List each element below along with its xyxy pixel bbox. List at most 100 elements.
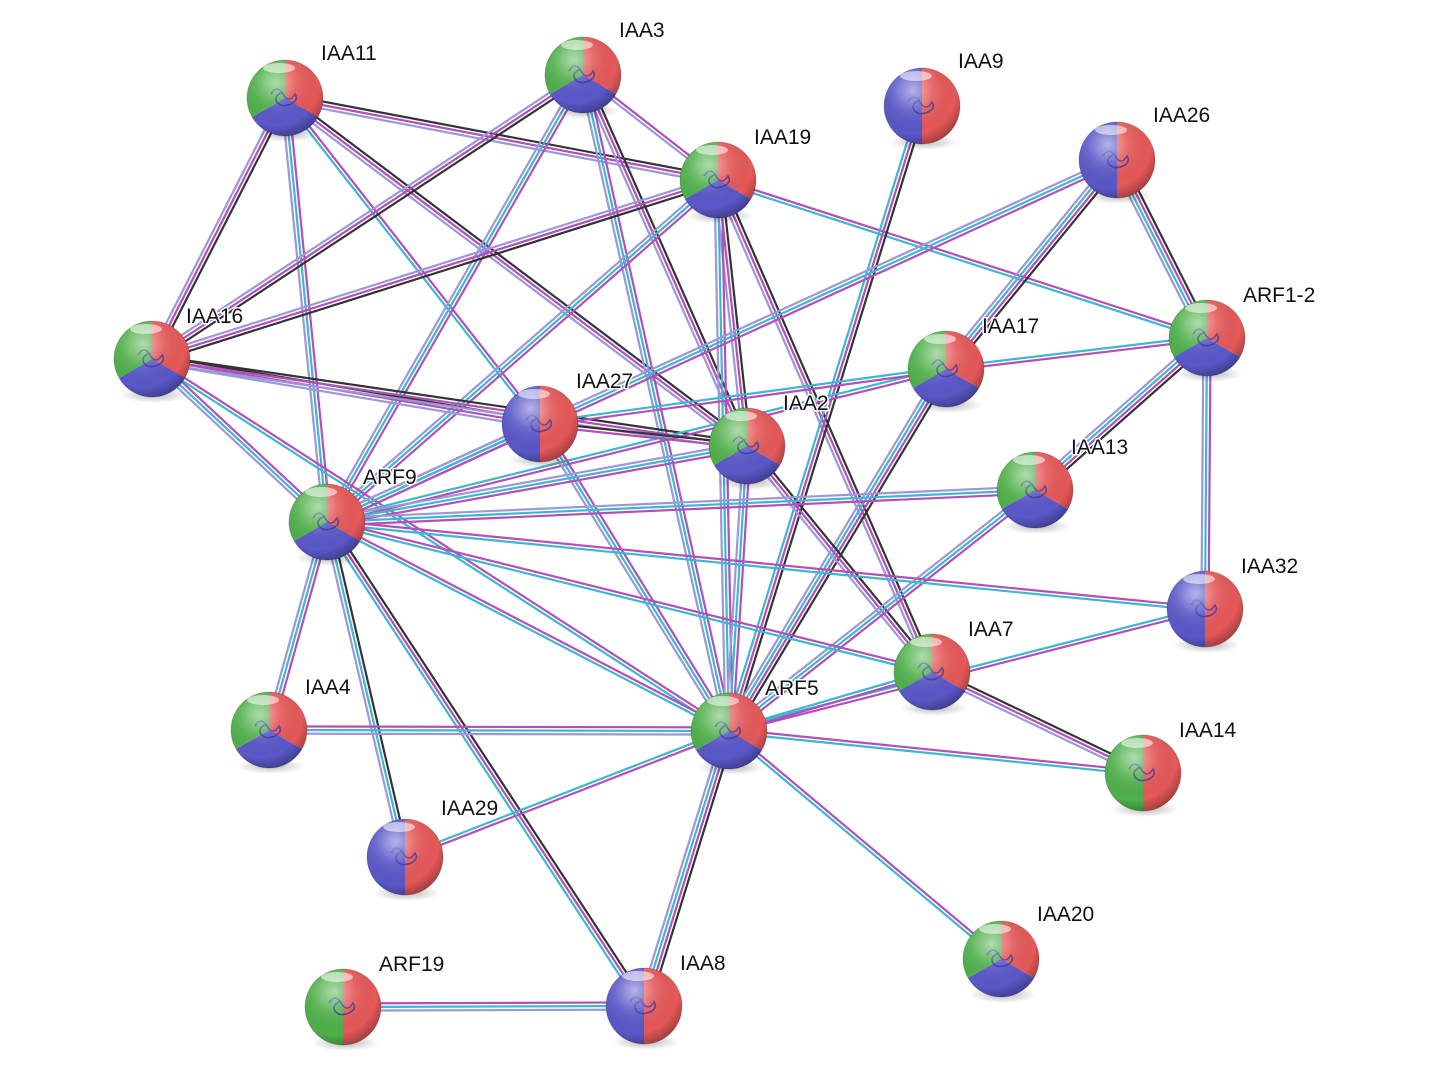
edge-strand-cyan <box>716 180 1208 341</box>
edge-strand-lavender <box>150 361 541 429</box>
node-IAA9[interactable]: IAA9 <box>883 49 1005 150</box>
node-label: IAA11 <box>321 42 377 65</box>
edge-IAA11-IAA19[interactable] <box>283 93 720 185</box>
edge-strand-magenta <box>585 73 734 732</box>
node-label: IAA32 <box>1241 555 1298 578</box>
node-label: IAA26 <box>1153 104 1210 127</box>
edge-IAA17-ARF5[interactable] <box>723 365 952 735</box>
edge-ARF9-IAA32[interactable] <box>325 519 1207 612</box>
edge-ARF1-2-IAA13[interactable] <box>1030 332 1212 496</box>
node-ARF5[interactable]: ARF5 <box>690 676 820 775</box>
node-outline <box>304 968 382 1046</box>
edge-ARF5-IAA20[interactable] <box>726 728 1004 962</box>
node-IAA20[interactable]: IAA20 <box>962 902 1096 1003</box>
edge-strand-cyan <box>1203 336 1209 611</box>
edge-ARF5-IAA29[interactable] <box>403 728 731 860</box>
node-gloss <box>691 693 767 769</box>
node-gloss <box>1167 571 1243 647</box>
node-gloss <box>606 968 682 1044</box>
node-highlight <box>1183 574 1215 584</box>
node-IAA29[interactable]: IAA29 <box>366 796 500 901</box>
edge-strand-magenta <box>731 445 752 733</box>
edge-IAA27-ARF9[interactable] <box>324 419 543 527</box>
edge-strand-cyan <box>325 488 1037 524</box>
edge-IAA16-ARF5[interactable] <box>149 356 732 734</box>
edge-IAA13-ARF9[interactable] <box>325 485 1037 527</box>
node-ARF9[interactable]: ARF9 <box>288 465 418 566</box>
node-gloss <box>1169 300 1245 376</box>
edge-IAA11-IAA16[interactable] <box>147 95 290 362</box>
edge-strand-black <box>648 731 736 1009</box>
node-outline <box>501 385 579 463</box>
node-gloss <box>997 452 1073 528</box>
node-ARF19[interactable]: ARF19 <box>304 952 446 1051</box>
node-ARF1-2[interactable]: ARF1-2 <box>1168 283 1317 382</box>
edge-ARF1-2-IAA17[interactable] <box>944 335 1209 372</box>
edge-strand-magenta <box>326 492 1037 527</box>
edge-IAA3-IAA16[interactable] <box>148 70 587 364</box>
edge-strand-magenta <box>326 519 934 672</box>
node-label: IAA14 <box>1179 719 1237 742</box>
edge-strand-magenta <box>285 95 543 424</box>
node-highlight <box>518 389 550 399</box>
edge-strand-magenta <box>541 421 734 731</box>
node-label: IAA29 <box>441 797 498 820</box>
node-gloss <box>367 819 443 895</box>
node-IAA17[interactable]: IAA17 <box>907 314 1041 413</box>
node-IAA13[interactable]: IAA13 <box>996 435 1130 534</box>
edge-IAA7-IAA14[interactable] <box>929 667 1146 778</box>
node-IAA11[interactable]: IAA11 <box>246 41 378 142</box>
node-IAA8[interactable]: IAA8 <box>605 951 727 1050</box>
edge-ARF9-ARF5[interactable] <box>325 519 731 734</box>
node-outline <box>1078 121 1156 199</box>
edge-strand-lavender <box>341 1008 646 1012</box>
node-IAA3[interactable]: IAA3 <box>544 18 666 119</box>
edge-IAA3-ARF5[interactable] <box>578 73 734 733</box>
node-outline <box>113 320 191 398</box>
node-label: IAA3 <box>619 19 665 42</box>
node-IAA16[interactable]: IAA16 <box>113 304 245 403</box>
node-outline <box>246 59 324 137</box>
node-IAA2[interactable]: IAA2 <box>708 391 830 490</box>
edge-strand-magenta <box>150 357 749 448</box>
node-IAA26[interactable]: IAA26 <box>1078 103 1212 204</box>
edge-IAA19-IAA16[interactable] <box>149 175 721 364</box>
edge-IAA11-IAA2[interactable] <box>281 94 751 450</box>
edge-IAA27-ARF5[interactable] <box>535 421 734 734</box>
node-IAA14[interactable]: IAA14 <box>1104 718 1238 817</box>
edge-ARF5-IAA14[interactable] <box>727 728 1145 776</box>
edge-ARF19-IAA8[interactable] <box>341 1001 646 1012</box>
node-highlight <box>1185 303 1217 313</box>
node-IAA7[interactable]: IAA7 <box>893 617 1015 716</box>
node-highlight <box>900 71 932 81</box>
edge-IAA2-ARF5[interactable] <box>724 444 752 733</box>
node-IAA32[interactable]: IAA32 <box>1166 554 1300 653</box>
edge-ARF9-IAA7[interactable] <box>325 519 934 675</box>
node-IAA4[interactable]: IAA4 <box>230 675 352 774</box>
node-IAA27[interactable]: IAA27 <box>501 369 635 468</box>
node-gloss <box>884 68 960 144</box>
edge-IAA4-ARF5[interactable] <box>267 725 731 736</box>
edge-IAA17-ARF9[interactable] <box>325 366 948 525</box>
edge-strand-magenta <box>150 73 585 361</box>
edge-strand-magenta <box>326 519 731 731</box>
edge-ARF9-IAA8[interactable] <box>322 518 649 1010</box>
edge-IAA13-ARF5[interactable] <box>725 486 1039 735</box>
edge-IAA19-ARF9[interactable] <box>323 176 722 526</box>
edge-ARF1-2-IAA32[interactable] <box>1200 336 1212 611</box>
node-IAA19[interactable]: IAA19 <box>679 125 813 224</box>
edge-strand-cyan <box>724 103 920 732</box>
edge-IAA17-IAA27[interactable] <box>538 366 948 427</box>
edge-ARF9-IAA29[interactable] <box>322 520 410 859</box>
edge-IAA3-ARF9[interactable] <box>322 72 588 525</box>
edge-IAA19-ARF1-2[interactable] <box>716 177 1209 341</box>
edge-strand-lavender <box>325 485 1036 520</box>
node-highlight <box>1095 125 1127 135</box>
edge-strand-magenta <box>729 368 949 734</box>
edge-IAA16-ARF9[interactable] <box>148 355 331 526</box>
edge-IAA16-IAA2[interactable] <box>150 354 749 451</box>
edge-ARF5-IAA8[interactable] <box>637 728 736 1009</box>
edge-IAA2-ARF9[interactable] <box>325 441 749 527</box>
